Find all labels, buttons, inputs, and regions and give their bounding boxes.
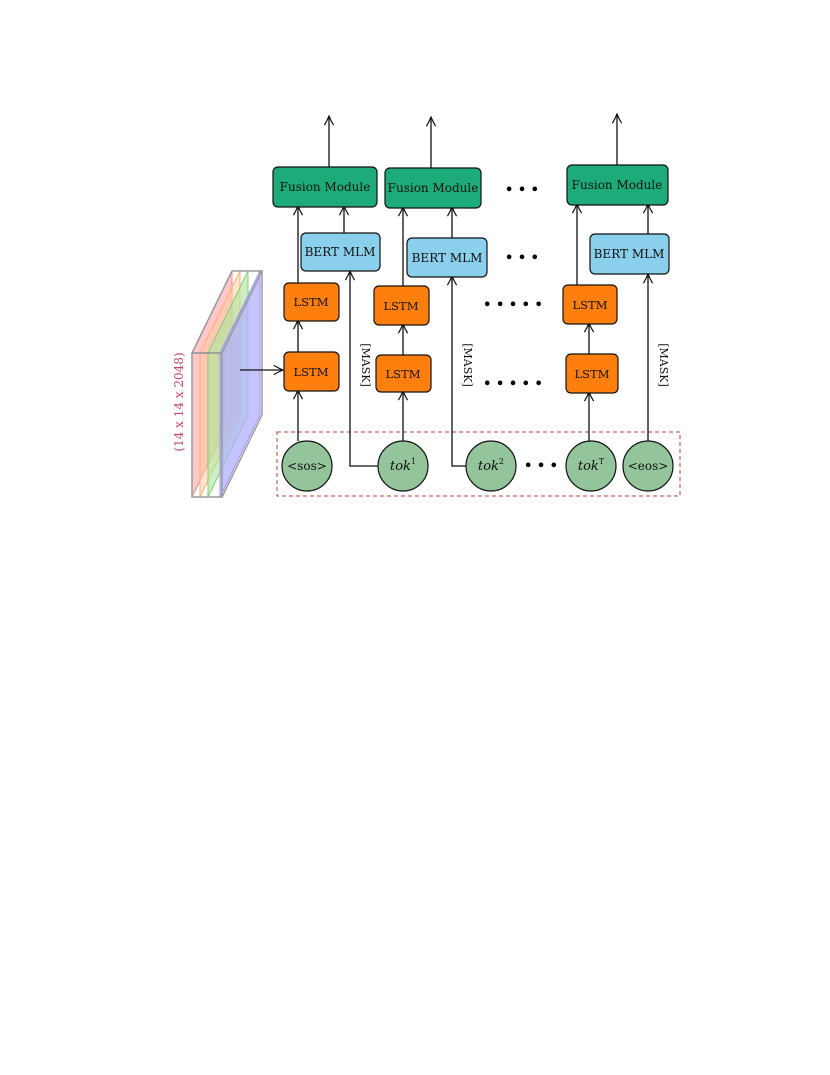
token-2-node xyxy=(465,440,517,492)
token-2-superscript: 2 xyxy=(499,457,504,466)
fusion-module-label: Fusion Module xyxy=(572,178,663,192)
lstm-top-label: LSTM xyxy=(384,299,419,313)
fusion-module-box xyxy=(272,166,378,208)
lstm-bottom-box xyxy=(283,351,340,392)
lstm-bottom-label: LSTM xyxy=(386,367,421,381)
fusion-module-box xyxy=(566,164,669,206)
token-input-region xyxy=(276,431,681,497)
token-nodes: <sos> tok1 tok2 tokT <eos> xyxy=(281,440,674,492)
token-1-superscript: 1 xyxy=(411,457,416,466)
token-1-node xyxy=(377,440,429,492)
bert-mlm-box xyxy=(589,233,670,275)
column-3: Fusion Module BERT MLM LSTM LSTM [MASK] xyxy=(562,164,670,394)
fusion-module-label: Fusion Module xyxy=(280,180,371,194)
token-sos-node xyxy=(281,440,333,492)
token-t-superscript: T xyxy=(599,457,605,466)
lstm-bottom-box xyxy=(375,354,432,393)
feature-map-stack xyxy=(190,270,264,498)
bert-mlm-label: BERT MLM xyxy=(412,251,483,265)
fusion-module-box xyxy=(384,167,482,209)
column-1: Fusion Module BERT MLM LSTM LSTM [MASK] xyxy=(272,166,381,392)
mask-label: [MASK] xyxy=(461,343,474,387)
token-t-label: tokT xyxy=(578,457,605,474)
column-2: Fusion Module BERT MLM LSTM LSTM [MASK] xyxy=(373,167,488,393)
token-2-label: tok2 xyxy=(478,457,504,474)
ellipsis-lstm-top: • • • • • xyxy=(483,298,543,313)
bert-mlm-box xyxy=(300,232,381,272)
token-1-label: tok1 xyxy=(390,457,416,474)
bert-mlm-label: BERT MLM xyxy=(305,245,376,259)
connection-arrows xyxy=(240,114,648,467)
token-eos-node xyxy=(622,440,674,492)
token-t-node xyxy=(565,440,617,492)
lstm-top-box xyxy=(283,282,340,322)
bert-mlm-box xyxy=(406,237,488,278)
token-eos-label: <eos> xyxy=(628,459,669,473)
lstm-top-label: LSTM xyxy=(573,298,608,312)
lstm-bottom-label: LSTM xyxy=(294,365,329,379)
token-sos-label: <sos> xyxy=(287,459,327,473)
lstm-bottom-label: LSTM xyxy=(575,367,610,381)
ellipsis-tokens: • • • xyxy=(524,459,558,474)
fusion-module-label: Fusion Module xyxy=(388,181,479,195)
lstm-bottom-box xyxy=(565,353,619,394)
ellipsis-bert: • • • xyxy=(505,251,539,266)
feature-map-dims-label: (14 x 14 x 2048) xyxy=(172,352,186,451)
mask-label: [MASK] xyxy=(359,343,372,387)
lstm-top-box xyxy=(373,285,430,326)
lstm-top-box xyxy=(562,284,618,325)
ellipsis-lstm-bottom: • • • • • xyxy=(483,377,543,392)
mask-label: [MASK] xyxy=(657,343,670,387)
ellipsis-fusion: • • • xyxy=(505,183,539,198)
lstm-top-label: LSTM xyxy=(294,295,329,309)
bert-mlm-label: BERT MLM xyxy=(594,247,665,261)
